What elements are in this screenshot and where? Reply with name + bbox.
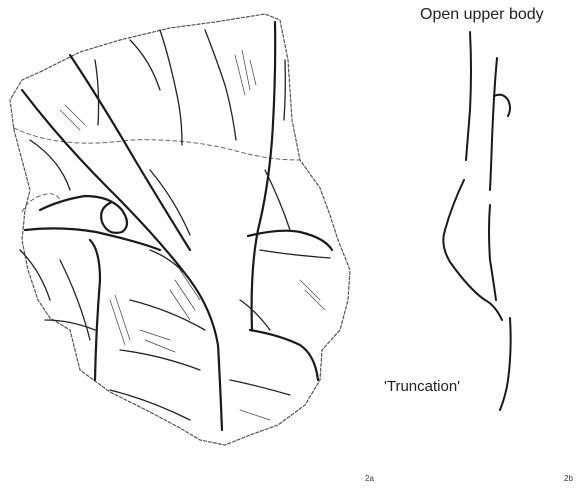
engraved-line-13 — [284, 60, 285, 120]
hatch-line-1 — [235, 55, 245, 95]
engraved-line-10 — [110, 390, 190, 420]
hatch-line-15 — [305, 290, 325, 310]
engraved-line-9 — [120, 350, 200, 370]
engraved-line-heavy-2 — [70, 55, 190, 250]
hatch-line-12 — [115, 295, 130, 340]
engraved-line-heavy-8 — [250, 330, 318, 380]
hatch-line-6 — [170, 290, 190, 320]
engraved-line-heavy-5 — [90, 240, 100, 380]
figure-label-2a: 2a — [365, 474, 374, 483]
hatch-line-10 — [65, 105, 85, 125]
engraved-line-2 — [160, 30, 182, 145]
hatch-line-7 — [140, 330, 170, 340]
engraved-line-8 — [130, 300, 205, 330]
hatch-line-13 — [240, 410, 270, 420]
engraved-line-5 — [30, 140, 70, 190]
engraved-line-12 — [230, 380, 290, 395]
engraved-line-3 — [205, 30, 236, 140]
engraved-line-heavy-1 — [22, 90, 222, 430]
engraved-line-heavy-6 — [25, 228, 160, 250]
figure-front-line-lower — [489, 205, 496, 300]
figure-lower-tail — [500, 318, 511, 410]
hatch-line-11 — [110, 300, 125, 345]
figure-front-line-upper — [490, 58, 497, 190]
panel-2b-drawing — [443, 32, 510, 410]
hatch-line-4 — [180, 270, 200, 300]
engraved-line-17 — [265, 170, 290, 230]
engraved-line-heavy-3 — [252, 22, 276, 330]
panel-2a-drawing — [10, 14, 350, 445]
figure-arm-stub — [494, 95, 510, 116]
annotation-truncation: 'Truncation' — [384, 378, 460, 395]
engraved-line-4 — [130, 40, 160, 90]
figure-label-2b: 2b — [564, 474, 573, 483]
hatch-line-9 — [60, 110, 80, 130]
annotation-open-upper-body: Open upper body — [420, 6, 544, 24]
hatch-line-8 — [145, 340, 175, 352]
engraved-line-11 — [240, 300, 270, 330]
hatch-line-14 — [300, 280, 320, 300]
engraved-line-1 — [95, 60, 99, 125]
engraved-line-16 — [260, 250, 330, 258]
engraved-line-7 — [60, 260, 90, 340]
figure-back-curve — [443, 180, 502, 320]
engraved-line-14 — [150, 170, 190, 235]
hatch-line-2 — [242, 50, 250, 90]
figure-back-line-upper — [466, 32, 471, 160]
engraved-line-heavy-7 — [248, 231, 332, 250]
hatch-line-3 — [250, 60, 256, 85]
